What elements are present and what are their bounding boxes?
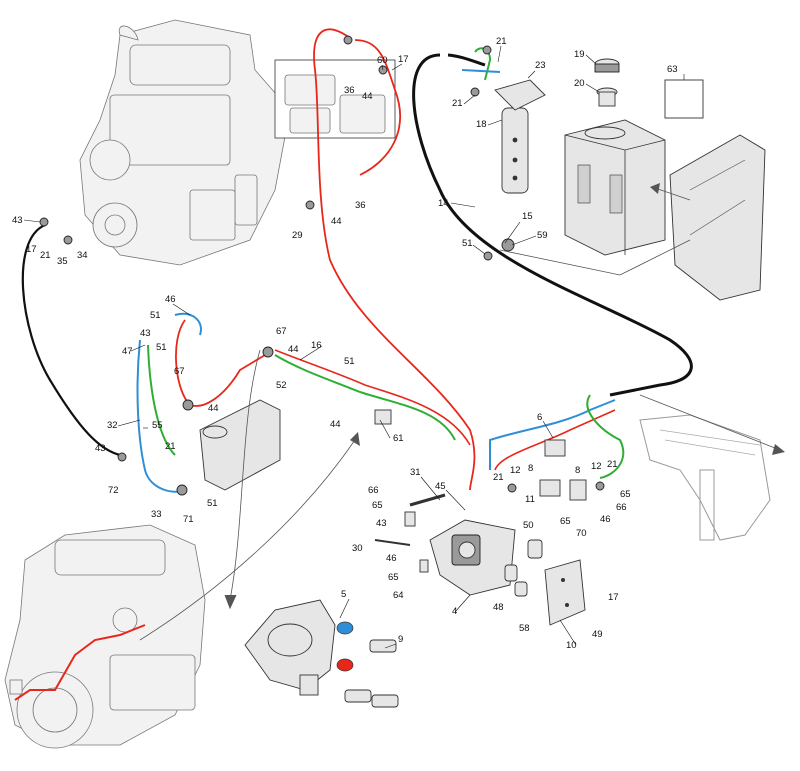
tank-bracket xyxy=(669,134,766,301)
callout-43: 43 xyxy=(376,518,387,529)
callout-18: 18 xyxy=(476,119,487,130)
callout-21: 21 xyxy=(452,98,463,109)
callout-23: 23 xyxy=(535,60,546,71)
callout-34: 34 xyxy=(77,250,88,261)
direction-arrows xyxy=(139,183,785,641)
engine-illustration-bottom xyxy=(4,524,206,749)
callout-67: 67 xyxy=(276,326,287,337)
callout-16: 16 xyxy=(311,340,322,351)
callout-51: 51 xyxy=(150,310,161,321)
callout-65: 65 xyxy=(372,500,383,511)
callout-52: 52 xyxy=(276,380,287,391)
callout-36: 36 xyxy=(355,200,366,211)
callout-46: 46 xyxy=(165,294,176,305)
pump-module xyxy=(429,519,543,597)
hose-lines xyxy=(21,53,693,457)
callout-50: 50 xyxy=(523,520,534,531)
callout-44: 44 xyxy=(362,91,373,102)
callout-43: 43 xyxy=(140,328,151,339)
callout-12: 12 xyxy=(510,465,521,476)
callout-36: 36 xyxy=(344,85,355,96)
bracket-plate xyxy=(544,559,586,626)
reference-box xyxy=(664,79,704,119)
callout-58: 58 xyxy=(519,623,530,634)
callout-71: 71 xyxy=(183,514,194,525)
callout-55: 55 xyxy=(152,420,163,431)
callout-59: 59 xyxy=(537,230,548,241)
callout-70: 70 xyxy=(576,528,587,539)
callout-44: 44 xyxy=(208,403,219,414)
callout-65: 65 xyxy=(560,516,571,527)
callout-17: 17 xyxy=(26,244,37,255)
inset-detail-frame xyxy=(274,59,396,139)
dosing-module xyxy=(244,599,399,708)
callout-21: 21 xyxy=(607,459,618,470)
callout-21: 21 xyxy=(40,250,51,261)
callout-64: 64 xyxy=(393,590,404,601)
callout-44: 44 xyxy=(331,216,342,227)
callout-6: 6 xyxy=(537,412,542,423)
chassis-frame xyxy=(639,414,771,541)
callout-60: 60 xyxy=(377,55,388,66)
callout-47: 47 xyxy=(122,346,133,357)
callout-66: 66 xyxy=(368,485,379,496)
callout-32: 32 xyxy=(107,420,118,431)
callout-51: 51 xyxy=(462,238,473,249)
callout-44: 44 xyxy=(288,344,299,355)
callout-65: 65 xyxy=(620,489,631,500)
reservoir xyxy=(199,399,281,491)
callout-72: 72 xyxy=(108,485,119,496)
callout-31: 31 xyxy=(410,467,421,478)
callout-labels: 21 23 19 63 60 17 36 44 20 21 18 36 29 4… xyxy=(12,36,678,651)
callout-8: 8 xyxy=(575,465,580,476)
callout-21: 21 xyxy=(496,36,507,47)
callout-12: 12 xyxy=(591,461,602,472)
coloured-lines xyxy=(136,28,625,493)
callout-21: 21 xyxy=(165,441,176,452)
def-tank xyxy=(564,119,666,256)
leader-lines xyxy=(23,45,685,649)
callout-20: 20 xyxy=(574,78,585,89)
callout-29: 29 xyxy=(292,230,303,241)
callout-43: 43 xyxy=(95,443,106,454)
callout-4: 4 xyxy=(452,606,457,617)
callout-63: 63 xyxy=(667,64,678,75)
callout-67: 67 xyxy=(174,366,185,377)
callout-46: 46 xyxy=(386,553,397,564)
callout-43: 43 xyxy=(12,215,23,226)
callout-17: 17 xyxy=(608,592,619,603)
callout-35: 35 xyxy=(57,256,68,267)
callout-11: 11 xyxy=(525,494,535,505)
fittings xyxy=(39,35,605,573)
callout-14: 14 xyxy=(438,198,449,209)
callout-65: 65 xyxy=(388,572,399,583)
callout-51: 51 xyxy=(156,342,167,353)
callout-8: 8 xyxy=(528,463,533,474)
callout-15: 15 xyxy=(522,211,533,222)
level-sensor-tube xyxy=(494,79,546,194)
callout-19: 19 xyxy=(574,49,585,60)
callout-44: 44 xyxy=(330,419,341,430)
callout-61: 61 xyxy=(393,433,404,444)
callout-45: 45 xyxy=(435,481,446,492)
callout-30: 30 xyxy=(352,543,363,554)
callout-21: 21 xyxy=(493,472,504,483)
callout-46: 46 xyxy=(600,514,611,525)
callout-17: 17 xyxy=(398,54,409,65)
engine-illustration-top xyxy=(79,19,291,266)
filler-cap xyxy=(594,58,620,107)
callout-51: 51 xyxy=(207,498,218,509)
callout-9: 9 xyxy=(398,634,403,645)
callout-51: 51 xyxy=(344,356,355,367)
callout-49: 49 xyxy=(592,629,603,640)
callout-5: 5 xyxy=(341,589,346,600)
callout-10: 10 xyxy=(566,640,577,651)
callout-66: 66 xyxy=(616,502,627,513)
callout-48: 48 xyxy=(493,602,504,613)
callout-33: 33 xyxy=(151,509,162,520)
